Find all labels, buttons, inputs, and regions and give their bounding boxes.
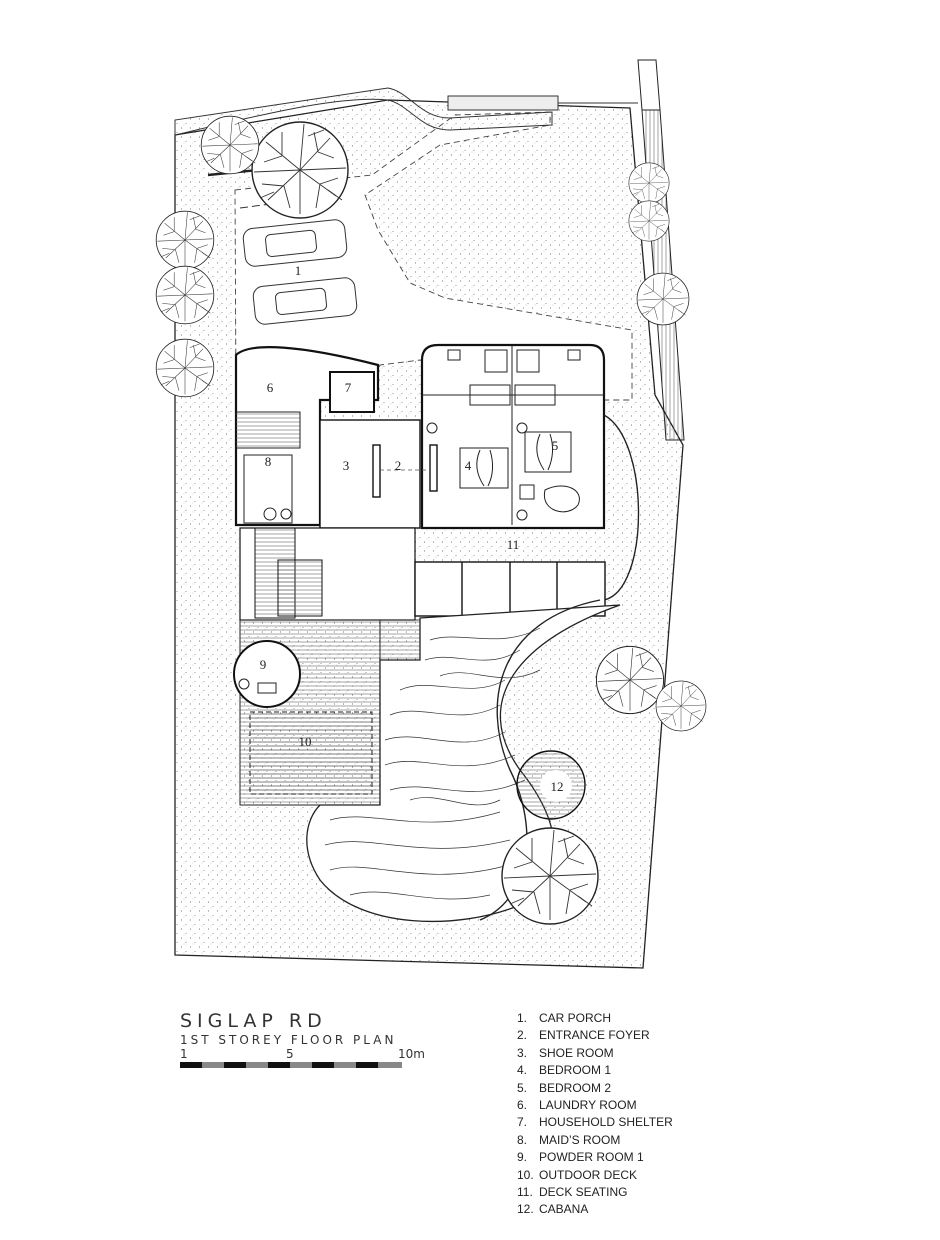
legend-room-name: CABANA — [539, 1202, 589, 1217]
label-12: 12 — [551, 779, 564, 794]
legend-room-name: LAUNDRY ROOM — [539, 1098, 637, 1113]
legend-item: 2. ENTRANCE FOYER — [517, 1027, 673, 1044]
legend-number: 5. — [517, 1080, 528, 1095]
legend-number: 9. — [517, 1150, 528, 1165]
legend-number: 6. — [517, 1098, 528, 1113]
label-7: 7 — [345, 380, 352, 395]
label-9: 9 — [260, 657, 267, 672]
label-11: 11 — [507, 537, 520, 552]
legend-item: 10. OUTDOOR DECK — [517, 1167, 673, 1184]
label-5: 5 — [552, 438, 559, 453]
legend-number: 10. — [517, 1167, 534, 1182]
scale-label-mid: 5 — [286, 1047, 294, 1061]
legend-number: 3. — [517, 1045, 528, 1060]
legend-number: 4. — [517, 1063, 528, 1078]
label-1: 1 — [295, 263, 302, 278]
legend-number: 1. — [517, 1011, 528, 1025]
legend-room-name: OUTDOOR DECK — [539, 1167, 638, 1182]
label-3: 3 — [343, 458, 350, 473]
legend-room-name: ENTRANCE FOYER — [539, 1028, 650, 1043]
legend-number: 8. — [517, 1132, 528, 1147]
legend-room-name: POWDER ROOM 1 — [539, 1150, 644, 1165]
legend-item: 3. SHOE ROOM — [517, 1045, 673, 1062]
legend-room-name: HOUSEHOLD SHELTER — [539, 1115, 673, 1130]
scale-bar — [180, 1062, 402, 1068]
label-6: 6 — [267, 380, 274, 395]
legend-room-name: CAR PORCH — [539, 1011, 612, 1025]
legend-room-name: DECK SEATING — [539, 1185, 628, 1200]
legend-room-name: BEDROOM 2 — [539, 1080, 612, 1095]
scale-label-end: 10m — [398, 1047, 425, 1061]
label-10: 10 — [299, 734, 312, 749]
legend-room-name: BEDROOM 1 — [539, 1063, 612, 1078]
plan-title: SIGLAP RD — [180, 1010, 327, 1032]
legend-item: 5. BEDROOM 2 — [517, 1080, 673, 1097]
legend-item: 11. DECK SEATING — [517, 1184, 673, 1201]
legend-number: 12. — [517, 1202, 534, 1217]
legend-number: 2. — [517, 1028, 528, 1043]
label-4: 4 — [465, 458, 472, 473]
plan-subtitle: 1ST STOREY FLOOR PLAN — [180, 1033, 397, 1047]
legend-item: 6. LAUNDRY ROOM — [517, 1097, 673, 1114]
label-8: 8 — [265, 454, 272, 469]
legend-item: 1. CAR PORCH — [517, 1010, 673, 1027]
legend-item: 8. MAID’S ROOM — [517, 1132, 673, 1149]
scale-label-start: 1 — [180, 1047, 188, 1061]
legend-item: 7. HOUSEHOLD SHELTER — [517, 1114, 673, 1131]
legend-room-name: SHOE ROOM — [539, 1045, 614, 1060]
legend-room-name: MAID’S ROOM — [539, 1132, 621, 1147]
label-2: 2 — [395, 458, 402, 473]
legend-item: 12. CABANA — [517, 1201, 673, 1218]
room-legend: 1. CAR PORCH 2. ENTRANCE FOYER 3. SHOE ROOM 4.… — [517, 1010, 673, 1219]
legend-number: 7. — [517, 1115, 528, 1130]
floor-plan-drawing: 1 2 3 4 5 6 7 8 9 10 11 12 — [155, 59, 707, 969]
legend-number: 11. — [517, 1185, 533, 1200]
legend-item: 9. POWDER ROOM 1 — [517, 1149, 673, 1166]
legend-item: 4. BEDROOM 1 — [517, 1062, 673, 1079]
